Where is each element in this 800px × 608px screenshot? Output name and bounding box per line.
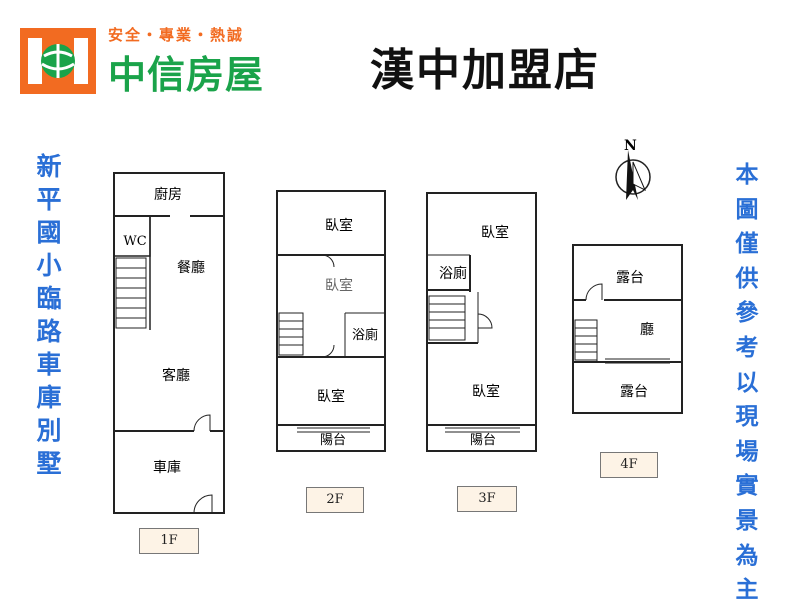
room-3f-balcony: 陽台 [470,433,496,448]
room-living: 客廳 [162,367,190,384]
room-dining: 餐廳 [177,259,205,276]
room-2f-bed-top: 臥室 [325,217,353,234]
brand-name: 中信房屋 [108,53,265,97]
floor-tag-4f: 4F [600,452,658,478]
globe-logo-icon [20,28,96,94]
property-description: 新平國小臨路車庫別墅 [36,152,62,478]
room-4f-hall: 廳 [640,321,654,338]
room-2f-bath: 浴廁 [352,327,378,343]
room-wc: WC [123,234,146,249]
room-garage: 車庫 [153,459,181,476]
room-4f-terrace-bottom: 露台 [620,384,648,400]
room-4f-terrace-top: 露台 [616,270,644,286]
store-name: 漢中加盟店 [370,45,600,96]
room-kitchen: 廚房 [154,186,182,203]
room-3f-bath: 浴廁 [439,265,467,282]
floor-tag-3f: 3F [457,486,517,512]
disclaimer-note: 本圖僅供參考以現場實景為主 [735,162,759,604]
floor-tag-1f: 1F [139,528,199,554]
floor-4f-plan [572,244,683,414]
floor-1f-plan [113,172,225,514]
logo-mark [20,28,96,94]
room-3f-bed-top: 臥室 [481,224,509,241]
brand-slogan: 安全・專業・熱誠 [108,26,245,44]
room-3f-bed-bottom: 臥室 [472,383,500,400]
north-compass-icon [615,150,651,200]
floor-2f-plan [276,190,386,452]
room-2f-balcony: 陽台 [320,433,346,448]
floor-tag-2f: 2F [306,487,364,513]
room-2f-bed-bottom: 臥室 [317,388,345,405]
floor-3f-plan [426,192,537,452]
room-2f-bed-mid: 臥室 [325,277,353,294]
compass-north-label: N [624,138,637,154]
